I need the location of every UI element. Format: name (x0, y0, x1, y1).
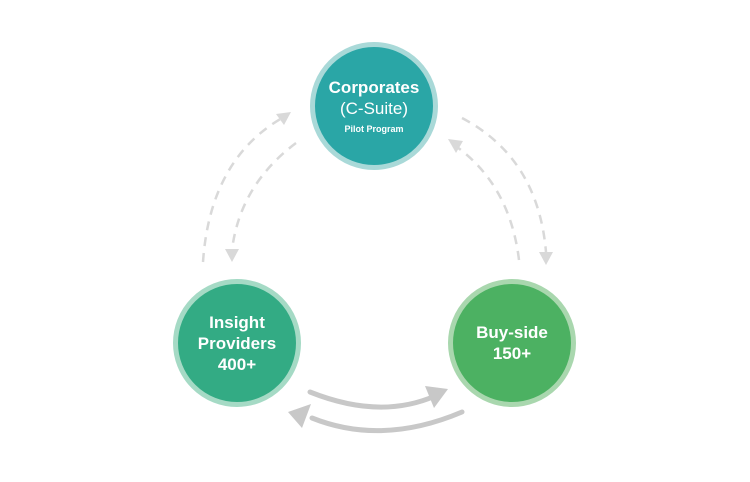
corporates-note: Pilot Program (344, 123, 404, 134)
insight-providers-node: Insight Providers 400+ (173, 279, 301, 407)
corporates-subtitle: (C-Suite) (339, 98, 408, 118)
insight-providers-line2: Providers (197, 333, 277, 353)
dashed-arrow-corporates-to-insight (230, 142, 297, 251)
dashed-arrow-buyside-to-corporates (456, 145, 521, 261)
corporates-node: Corporates (C-Suite) Pilot Program (310, 42, 438, 170)
solid-arrow-buyside-to-insight (309, 409, 465, 434)
insight-providers-count: 400+ (217, 354, 257, 374)
buy-side-title: Buy-side (476, 323, 548, 342)
arrowhead-down-right-icon (539, 252, 553, 265)
buy-side-node: Buy-side 150+ (448, 279, 576, 407)
solid-arrow-insight-to-buyside (307, 389, 438, 410)
arrowhead-up-right-icon (448, 139, 463, 153)
corporates-title: Corporates (328, 77, 420, 97)
arrowhead-left-icon (288, 404, 311, 428)
arrowhead-right-icon (425, 386, 448, 408)
buy-side-count: 150+ (492, 344, 532, 363)
arrowhead-down-left-icon (225, 249, 239, 262)
insight-providers-line1: Insight (209, 312, 265, 332)
dashed-arrow-insight-to-corporates (201, 116, 283, 263)
arrowhead-up-left-icon (276, 112, 291, 125)
dashed-arrow-corporates-to-buyside (461, 116, 548, 253)
